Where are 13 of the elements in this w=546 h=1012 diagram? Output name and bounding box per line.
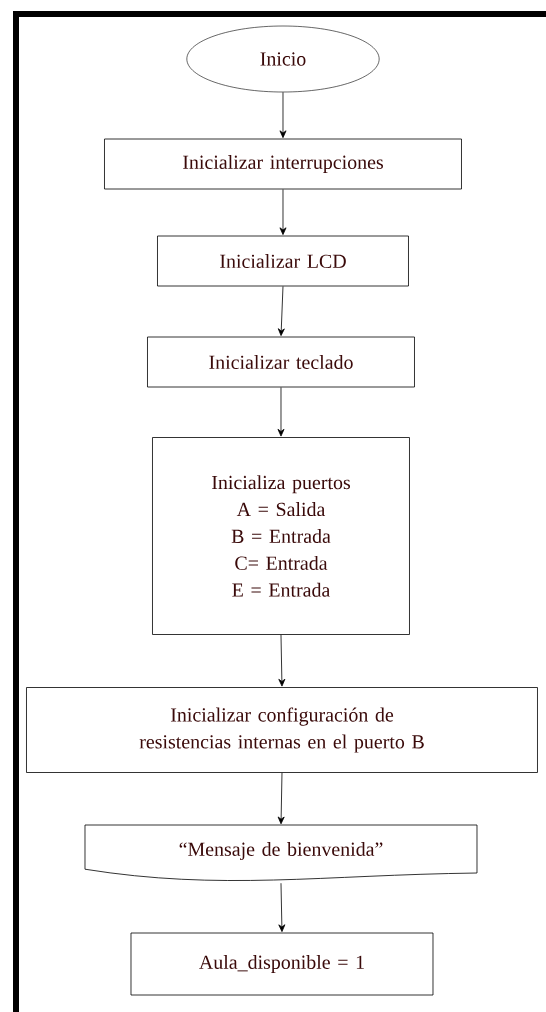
process-box: Inicializar LCD [157, 235, 409, 287]
process-box: Inicializa puertos A = Salida B = Entrada C= Entrada E = Entrada [152, 437, 410, 635]
process-box: Inicializar interrupciones [104, 138, 462, 190]
arrow [279, 189, 287, 235]
process-box: Inicializar configuración de resistencias internas en el puerto B [26, 687, 538, 773]
arrow [278, 882, 286, 932]
arrow [279, 91, 287, 139]
process-box: Inicializar teclado [147, 336, 415, 388]
arrow [277, 772, 285, 825]
arrow [278, 634, 286, 687]
arrow [277, 286, 285, 336]
arrow [277, 387, 285, 437]
process-box: Aula_disponible = 1 [130, 932, 434, 996]
